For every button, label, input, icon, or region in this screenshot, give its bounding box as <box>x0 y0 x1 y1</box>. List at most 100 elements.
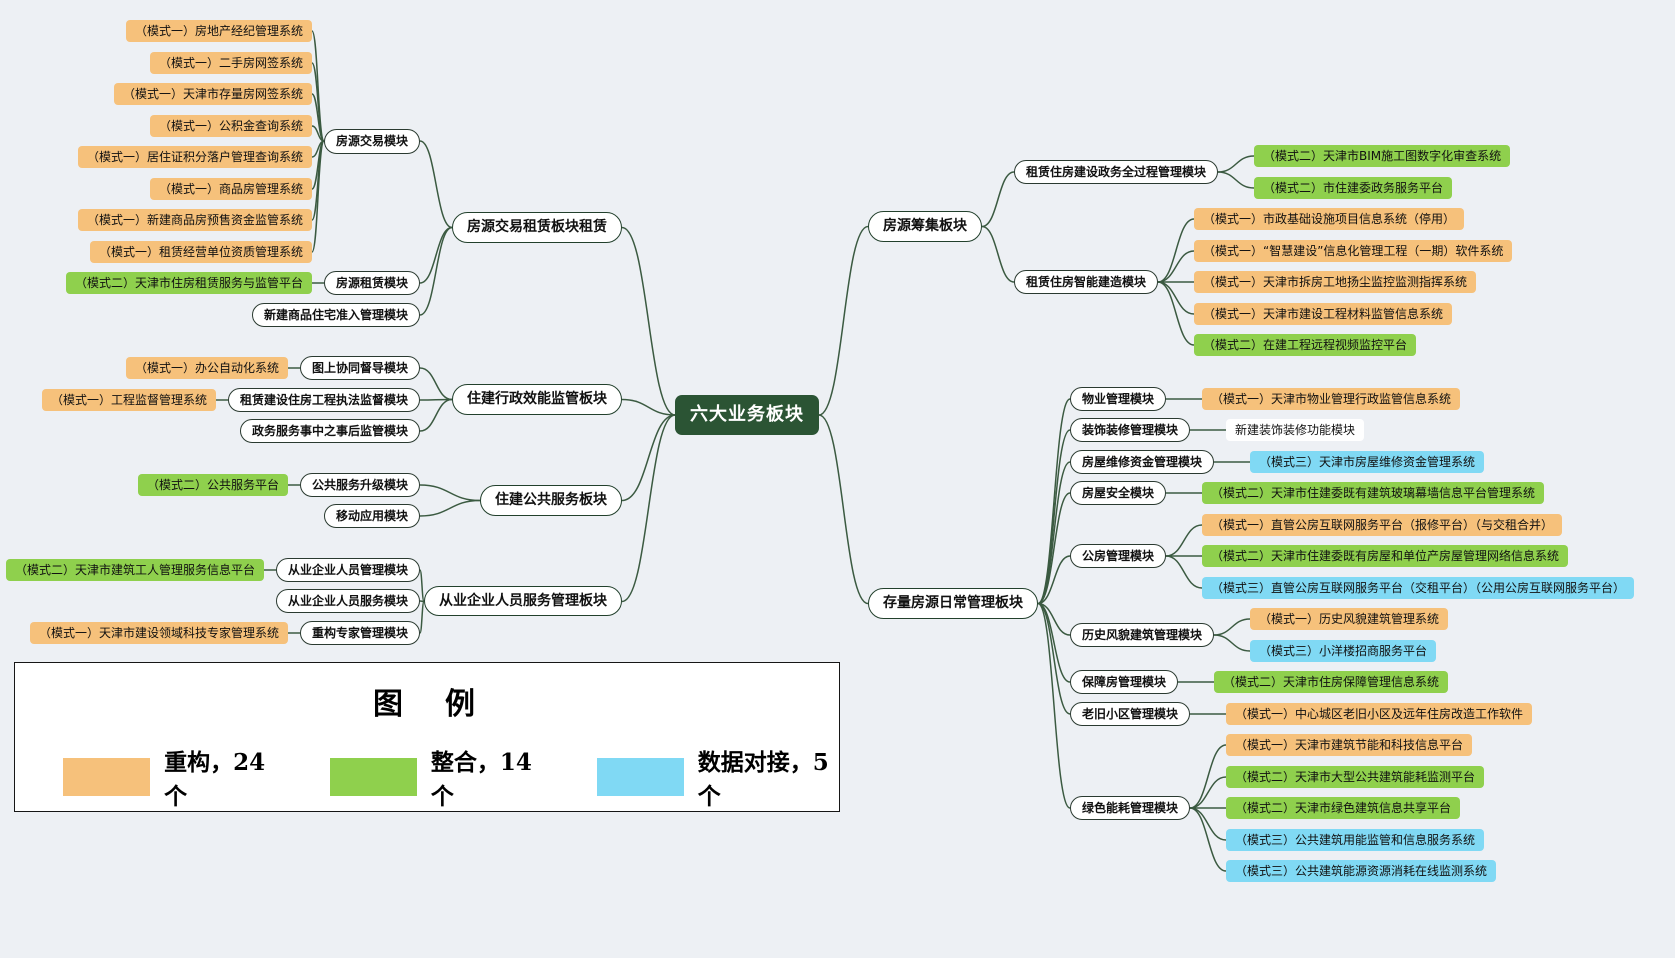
connector-line <box>1165 524 1203 557</box>
branch-node: 存量房源日常管理板块 <box>868 587 1038 619</box>
module-node: 物业管理模块 <box>1070 386 1167 411</box>
leaf-node: （模式一）居住证积分落户管理查询系统 <box>78 146 313 169</box>
connector-line <box>311 30 325 142</box>
module-node: 租赁住房智能建造模块 <box>1014 270 1159 295</box>
connector-line <box>1189 776 1227 809</box>
leaf-node: （模式三）公共建筑用能监管和信息服务系统 <box>1226 828 1485 851</box>
connector-line <box>1213 634 1251 652</box>
connector-line <box>818 225 869 416</box>
connector-line <box>419 226 453 316</box>
leaf-node: （模式一）商品房管理系统 <box>150 177 313 200</box>
connector-line <box>1157 281 1195 346</box>
module-node: 房屋安全模块 <box>1070 481 1167 506</box>
leaf-node: （模式一）公积金查询系统 <box>150 114 313 137</box>
module-node: 房源租赁模块 <box>324 271 421 296</box>
connector-line <box>419 398 453 432</box>
connector-line <box>1189 807 1227 841</box>
leaf-node: （模式三）公共建筑能源资源消耗在线监测系统 <box>1226 860 1497 883</box>
leaf-node: （模式一）直管公房互联网服务平台（报修平台）（与交租合并） <box>1202 513 1563 536</box>
connector-line <box>311 140 325 253</box>
branch-node: 房源交易租赁板块租赁 <box>452 212 622 244</box>
module-node: 移动应用模块 <box>324 504 421 529</box>
leaf-node: 新建装饰装修功能模块 <box>1226 419 1365 442</box>
legend-label-integrate: 整合，14个 <box>430 749 532 810</box>
legend-box: 图 例 重构，24个 整合，14个 数据对接，5个 <box>14 662 840 812</box>
connector-line <box>621 414 676 502</box>
connector-line <box>621 226 676 416</box>
legend-swatch-datalink-color <box>596 758 684 796</box>
connector-line <box>1217 171 1255 189</box>
leaf-node: （模式二）天津市大型公共建筑能耗监测平台 <box>1226 765 1485 788</box>
connector-line <box>621 414 676 603</box>
module-node: 重构专家管理模块 <box>300 620 421 645</box>
leaf-node: （模式一）天津市建设领域科技专家管理系统 <box>30 621 289 644</box>
module-node: 装饰装修管理模块 <box>1070 418 1191 443</box>
leaf-node: （模式一）中心城区老旧小区及远年住房改造工作软件 <box>1226 702 1533 725</box>
leaf-node: （模式一）天津市建设工程材料监管信息系统 <box>1194 302 1453 325</box>
legend-label-datalink: 数据对接，5个 <box>697 749 829 810</box>
module-node: 公房管理模块 <box>1070 544 1167 569</box>
module-node: 图上协同督导模块 <box>300 356 421 381</box>
connector-line <box>1157 281 1195 315</box>
leaf-node: （模式一）天津市存量房网签系统 <box>114 83 313 106</box>
connector-line <box>1213 618 1251 636</box>
connector-line <box>1165 555 1203 589</box>
module-node: 政务服务事中之事后监管模块 <box>240 419 421 444</box>
leaf-node: （模式二）天津市建筑工人管理服务信息平台 <box>6 558 265 581</box>
leaf-node: （模式三）天津市房屋维修资金管理系统 <box>1250 450 1485 473</box>
leaf-node: （模式三）直管公房互联网服务平台（交租平台）（公用公房互联网服务平台） <box>1202 576 1635 599</box>
leaf-node: （模式二）天津市住房租赁服务与监管平台 <box>66 272 313 295</box>
module-node: 公共服务升级模块 <box>300 472 421 497</box>
module-node: 房屋维修资金管理模块 <box>1070 449 1215 474</box>
leaf-node: （模式二）市住建委政务服务平台 <box>1254 176 1453 199</box>
module-node: 从业企业人员管理模块 <box>276 557 421 582</box>
branch-node: 房源筹集板块 <box>868 211 982 243</box>
legend-title: 图 例 <box>373 687 481 722</box>
leaf-node: （模式一）租赁经营单位资质管理系统 <box>90 240 313 263</box>
leaf-node: （模式一）办公自动化系统 <box>126 357 289 380</box>
module-node: 老旧小区管理模块 <box>1070 701 1191 726</box>
leaf-node: （模式一）天津市拆房工地扬尘监控监测指挥系统 <box>1194 271 1477 294</box>
leaf-node: （模式一）二手房网签系统 <box>150 51 313 74</box>
legend-label-rebuild: 重构，24个 <box>164 749 266 810</box>
leaf-node: （模式二）天津市BIM施工图数字化审查系统 <box>1254 145 1511 168</box>
branch-node: 住建公共服务板块 <box>480 484 622 516</box>
connector-line <box>1037 398 1071 605</box>
connector-line <box>311 93 325 142</box>
leaf-node: （模式二）在建工程远程视频监控平台 <box>1194 334 1417 357</box>
connector-line <box>419 140 453 229</box>
connector-line <box>1037 602 1071 809</box>
connector-line <box>419 484 481 502</box>
leaf-node: （模式一）天津市物业管理行政监管信息系统 <box>1202 387 1461 410</box>
connector-line <box>419 569 425 603</box>
leaf-node: （模式一）“智慧建设”信息化管理工程（一期）软件系统 <box>1194 239 1513 262</box>
connector-line <box>1037 461 1071 605</box>
module-node: 房源交易模块 <box>324 129 421 154</box>
leaf-node: （模式一）新建商品房预售资金监管系统 <box>78 209 313 232</box>
legend-item-rebuild: 重构，24个 <box>63 743 278 811</box>
legend-swatch-rebuild-color <box>63 758 151 796</box>
connector-line <box>1037 602 1071 683</box>
leaf-node: （模式三）小洋楼招商服务平台 <box>1250 639 1437 662</box>
connector-line <box>1037 555 1071 605</box>
leaf-node: （模式一）工程监督管理系统 <box>42 388 217 411</box>
connector-line <box>981 225 1015 283</box>
leaf-node: （模式一）天津市建筑节能和科技信息平台 <box>1226 734 1473 757</box>
leaf-node: （模式一）历史风貌建筑管理系统 <box>1250 608 1449 631</box>
module-node: 保障房管理模块 <box>1070 670 1179 695</box>
module-node: 从业企业人员服务模块 <box>276 589 421 614</box>
connector-line <box>419 600 425 634</box>
connector-line <box>621 398 676 416</box>
connector-line <box>1037 602 1071 715</box>
module-node: 租赁住房建设政务全过程管理模块 <box>1014 159 1219 185</box>
connector-line <box>1217 155 1255 173</box>
connector-line <box>981 171 1015 228</box>
leaf-node: （模式二）天津市住房保障管理信息系统 <box>1214 671 1449 694</box>
branch-node: 住建行政效能监管板块 <box>452 384 622 415</box>
connector-line <box>1157 250 1195 283</box>
legend-item-datalink: 数据对接，5个 <box>596 743 839 811</box>
connector-line <box>419 367 453 401</box>
center-node: 六大业务板块 <box>675 395 819 435</box>
module-node: 新建商品住宅准入管理模块 <box>252 302 421 327</box>
